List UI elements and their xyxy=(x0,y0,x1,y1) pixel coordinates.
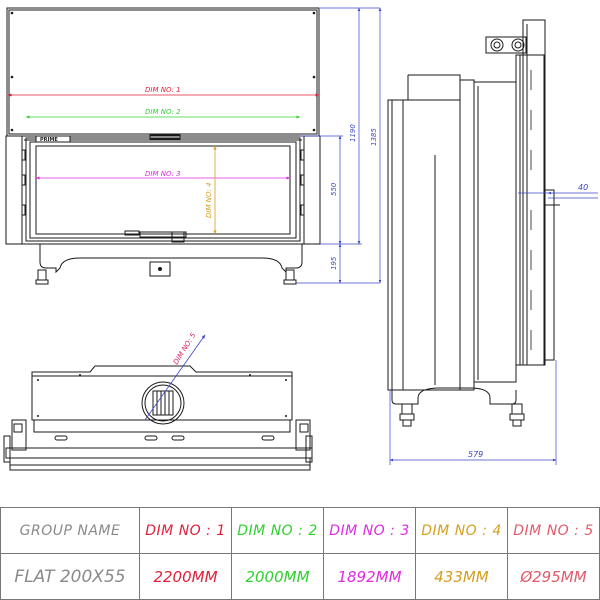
dim5-label: DIM NO: 5 xyxy=(172,331,198,366)
hood-inner xyxy=(8,9,318,135)
top-view xyxy=(3,365,313,471)
frame-inner xyxy=(21,135,305,245)
connector-box xyxy=(149,261,171,277)
front-leg-left xyxy=(37,269,47,281)
dim5-line xyxy=(144,334,206,421)
value-dim5: Ø295MM xyxy=(507,553,600,600)
side-view xyxy=(387,19,560,427)
value-dim2: 2000MM xyxy=(231,553,324,600)
height-550-label: 550 xyxy=(330,182,338,196)
value-dim1: 2200MM xyxy=(139,553,232,600)
header-dim3: DIM NO : 3 xyxy=(323,507,416,554)
hood-screws xyxy=(10,11,316,132)
side-dimensions xyxy=(389,191,598,465)
dim4-label: DIM NO: 4 xyxy=(205,182,213,218)
height-1190-label: 1190 xyxy=(349,124,357,142)
top-body-outline xyxy=(31,365,293,421)
header-dim5: DIM NO : 5 xyxy=(507,507,600,554)
door-frame xyxy=(25,137,301,242)
depth-579-label: 579 xyxy=(468,450,483,459)
header-dim2: DIM NO : 2 xyxy=(231,507,324,554)
spec-table: GROUP NAME DIM NO : 1 DIM NO : 2 DIM NO … xyxy=(0,507,600,600)
spec-value-row: FLAT 200X55 2200MM 2000MM 1892MM 433MM Ø… xyxy=(0,553,600,600)
front-leg-right xyxy=(285,269,295,281)
value-group-name: FLAT 200X55 xyxy=(0,553,140,600)
flue-circle xyxy=(141,381,185,425)
value-dim3: 1892MM xyxy=(323,553,416,600)
height-1385-label: 1385 xyxy=(370,128,378,146)
glass-outer xyxy=(29,141,297,239)
header-dim4: DIM NO : 4 xyxy=(415,507,508,554)
side-body xyxy=(387,99,461,391)
header-dim1: DIM NO : 1 xyxy=(139,507,232,554)
header-group-name: GROUP NAME xyxy=(0,507,140,554)
front-dimensions xyxy=(7,93,320,235)
height-195-label: 195 xyxy=(330,256,338,270)
front-view xyxy=(5,7,321,285)
height-dimensions xyxy=(296,7,382,284)
body-outline xyxy=(5,135,321,245)
technical-drawing: PRIME DIM NO: 1 DIM NO: 2 DIM NO: 3 DIM … xyxy=(3,7,598,471)
value-dim4: 433MM xyxy=(415,553,508,600)
dim1-label: DIM NO: 1 xyxy=(145,86,181,94)
offset-40-label: 40 xyxy=(578,183,588,192)
glass-inner xyxy=(35,145,291,235)
dim2-label: DIM NO: 2 xyxy=(145,108,181,116)
spec-header-row: GROUP NAME DIM NO : 1 DIM NO : 2 DIM NO … xyxy=(0,507,600,554)
brand-label: PRIME xyxy=(40,137,58,143)
dim3-label: DIM NO: 3 xyxy=(145,170,181,178)
